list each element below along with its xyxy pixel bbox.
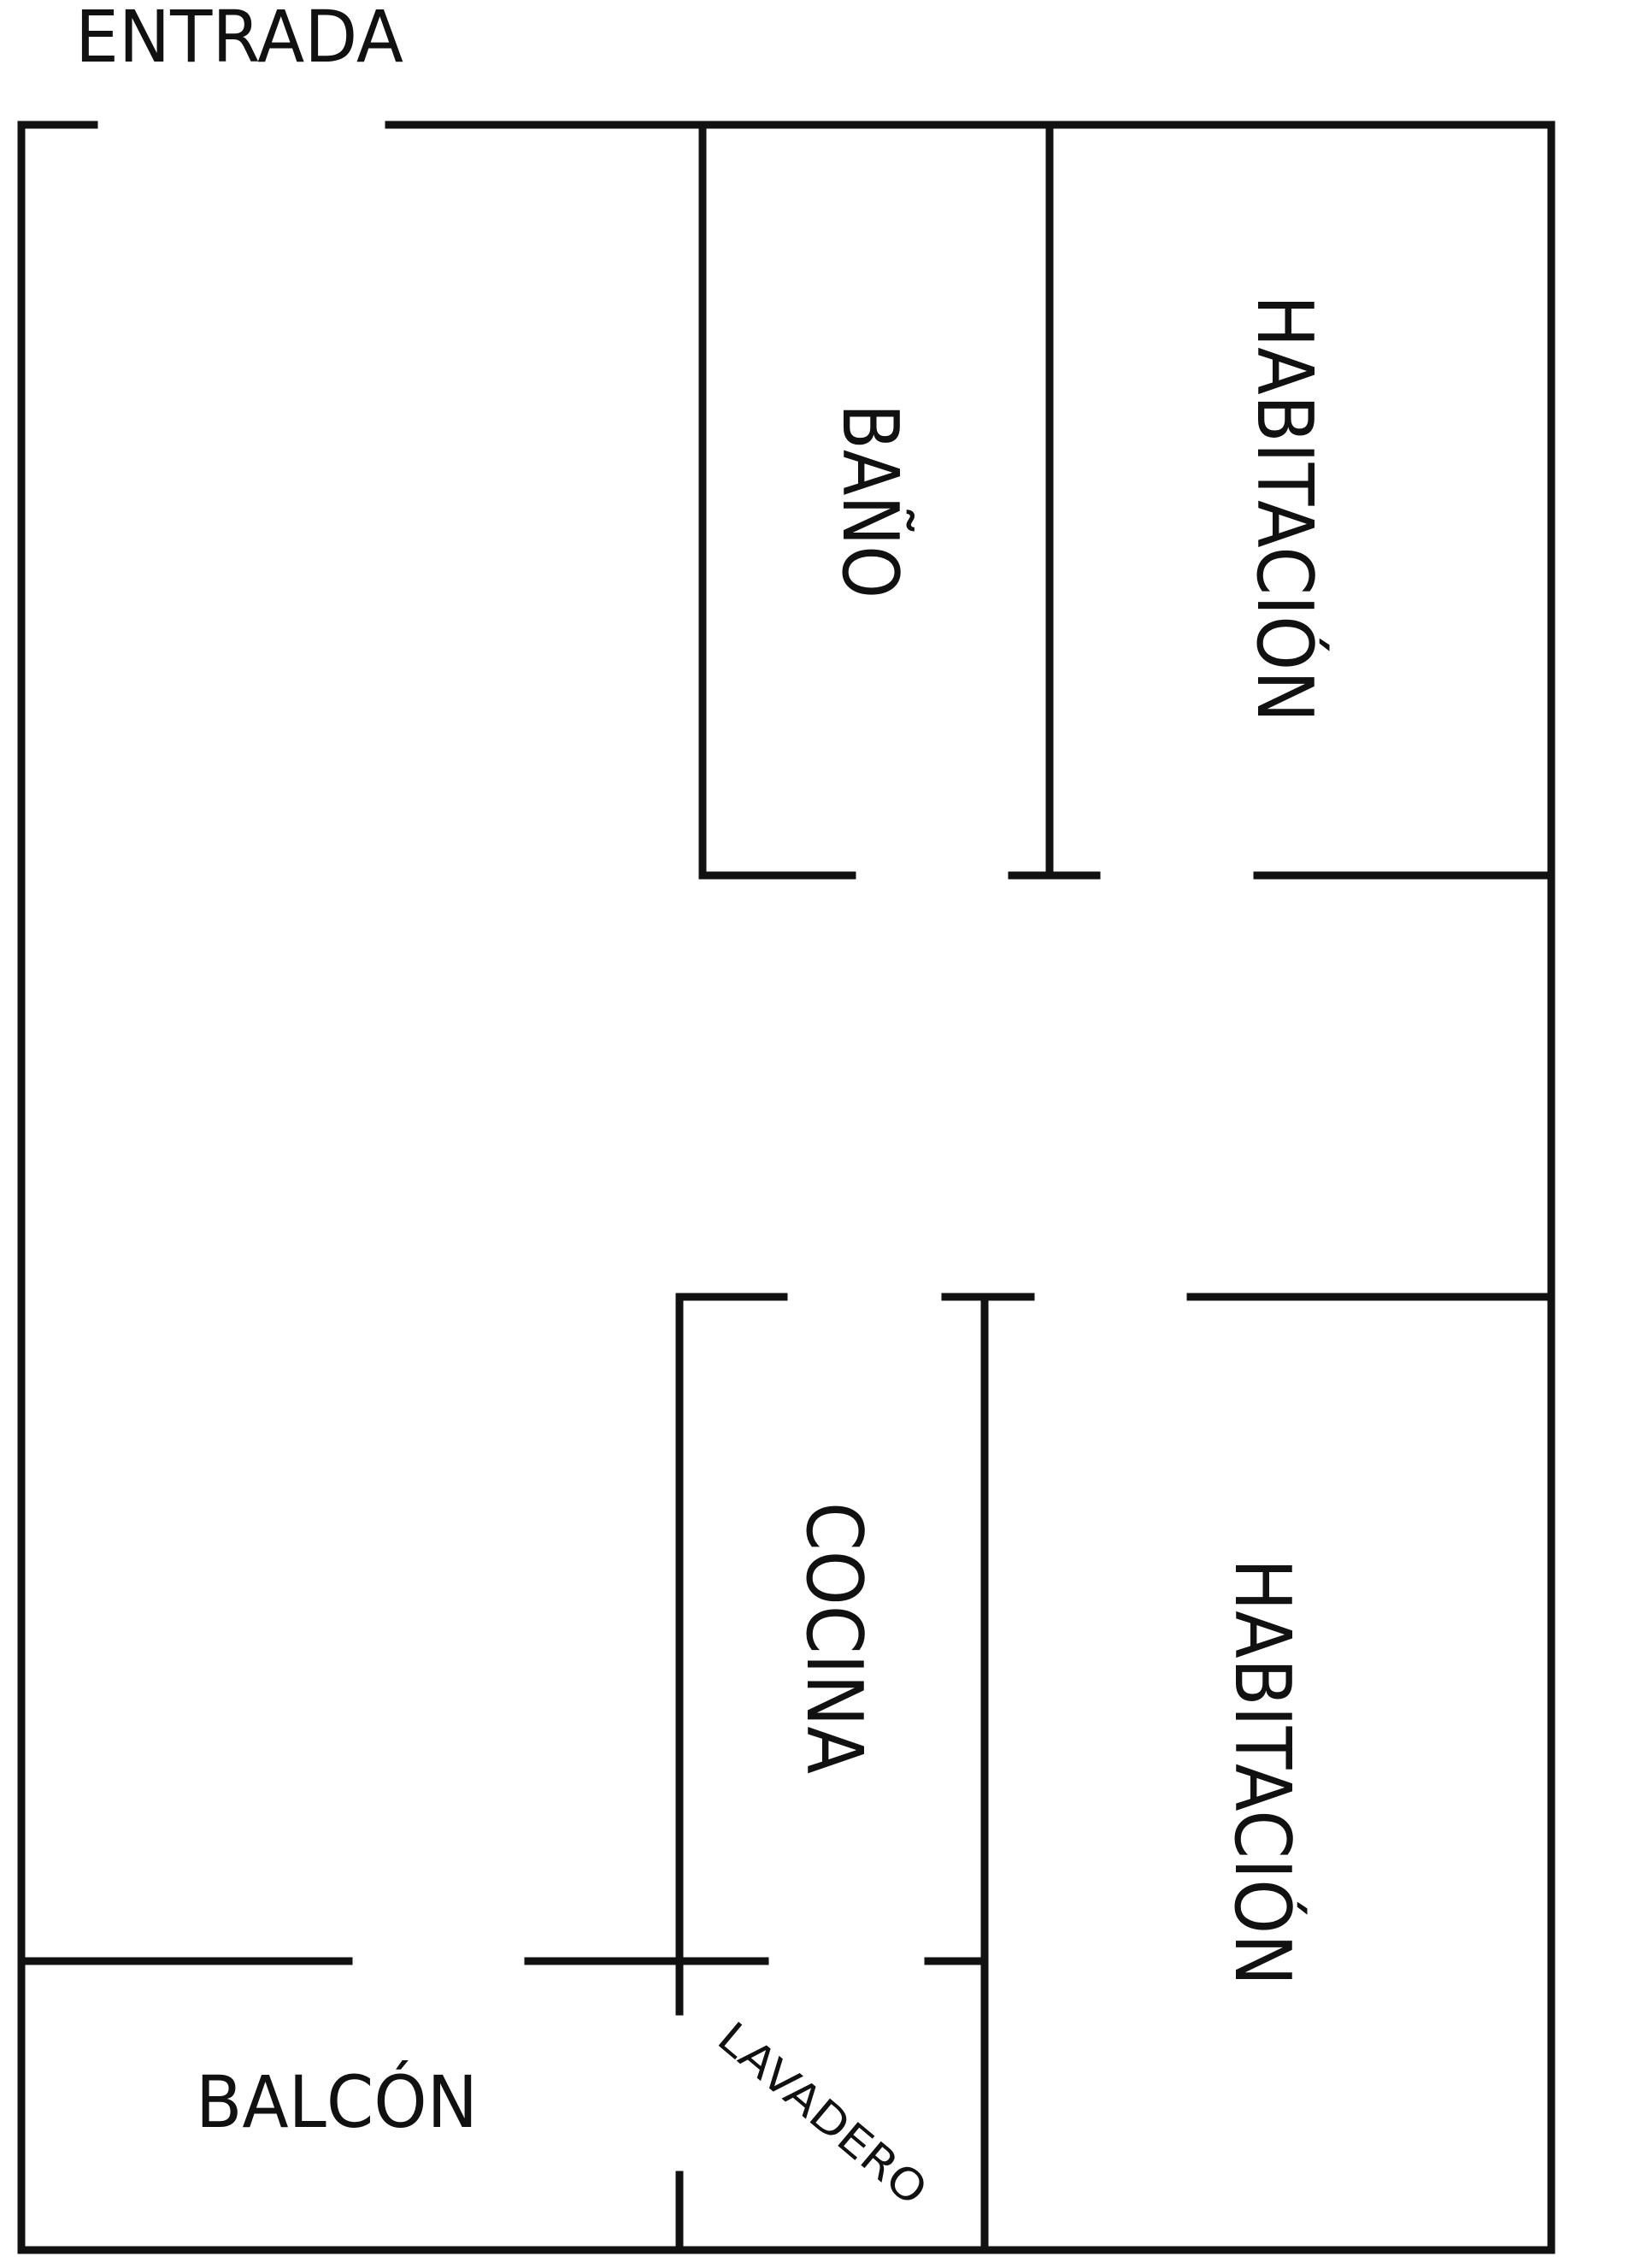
- label-bedroom-bottom: HABITACIÓN: [1217, 1558, 1309, 1986]
- label-laundry: LAVADERO: [709, 2012, 937, 2215]
- label-entrance: ENTRADA: [75, 0, 403, 79]
- walls: [17, 121, 1556, 2254]
- label-balcony: BALCÓN: [196, 2060, 478, 2144]
- label-bedroom-top: HABITACIÓN: [1239, 295, 1331, 722]
- label-bathroom: BAÑO: [825, 404, 915, 598]
- label-kitchen: COCINA: [789, 1502, 879, 1774]
